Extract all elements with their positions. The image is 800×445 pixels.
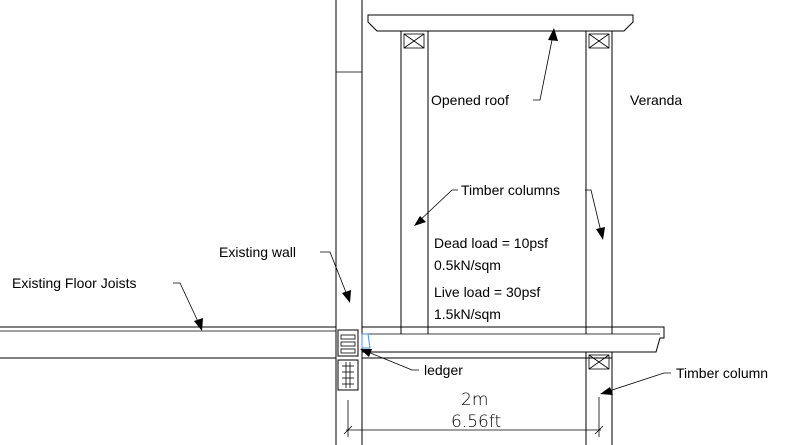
existing-floor-joists-leader bbox=[173, 282, 203, 331]
opened-roof-label: Opened roof bbox=[431, 92, 509, 108]
right-timber-column bbox=[585, 31, 613, 334]
ledger-label: ledger bbox=[424, 362, 463, 378]
ledger-leader bbox=[360, 349, 419, 371]
timber-columns-label: Timber columns bbox=[461, 182, 560, 198]
dimension-imperial-label: 6.56ft bbox=[451, 412, 501, 432]
left-timber-column bbox=[400, 31, 429, 334]
timber-columns-leader bbox=[414, 189, 605, 240]
veranda-deck bbox=[362, 326, 665, 359]
existing-floor-joists bbox=[0, 326, 336, 359]
roof-beam bbox=[367, 14, 634, 32]
existing-wall bbox=[335, 0, 363, 445]
ledger-detail bbox=[337, 329, 371, 391]
veranda-label: Veranda bbox=[630, 92, 682, 108]
live-load-label: Live load = 30psf bbox=[434, 284, 540, 300]
dead-load-metric-label: 0.5kN/sqm bbox=[434, 257, 501, 273]
existing-wall-label: Existing wall bbox=[219, 244, 296, 260]
live-load-metric-label: 1.5kN/sqm bbox=[434, 306, 501, 322]
lower-timber-column bbox=[585, 352, 613, 445]
dimension-metric-label: 2m bbox=[461, 390, 488, 410]
existing-floor-joists-label: Existing Floor Joists bbox=[12, 275, 136, 291]
timber-column-leader bbox=[600, 372, 671, 395]
dead-load-label: Dead load = 10psf bbox=[434, 235, 548, 251]
opened-roof-leader bbox=[533, 28, 558, 101]
dimension-line bbox=[343, 397, 604, 437]
timber-column-label: Timber column bbox=[676, 365, 768, 381]
existing-wall-leader bbox=[320, 251, 351, 303]
